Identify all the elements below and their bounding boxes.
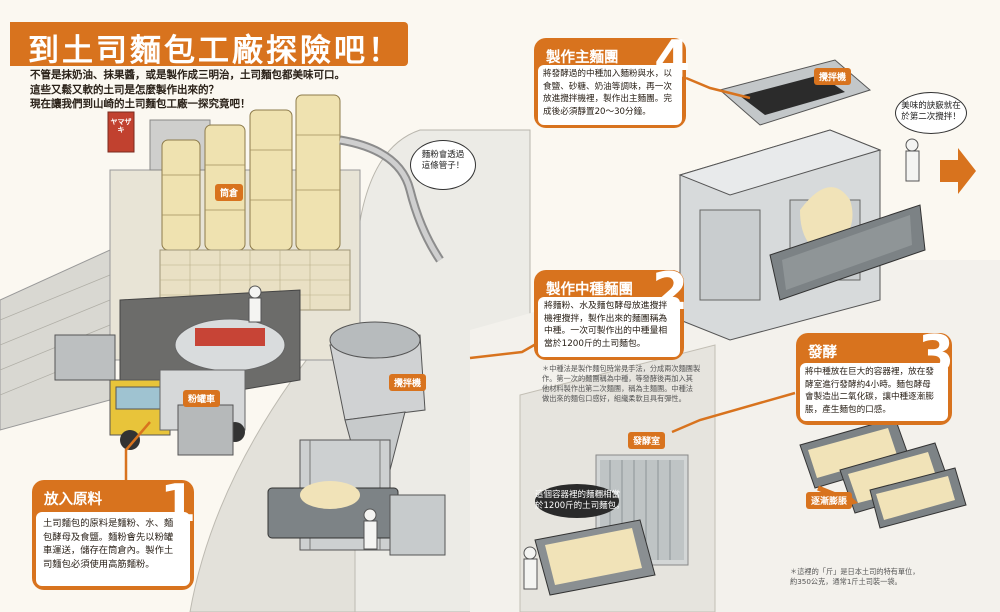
step-2-line: 中種。一次可製作出的中種量相: [544, 326, 668, 336]
step-3-box: 發酵 3 將中種放在巨大的容器裡，放在發 酵室進行發酵約4小時。麵包酵母 會製造…: [796, 329, 954, 425]
step-2-description: 將麵粉、水及麵包酵母放進攪拌 機裡攪拌，製作出來的麵團稱為 中種。一次可製作出的…: [538, 297, 680, 357]
note-line: 約350公克，通常1斤土司裝一袋。: [790, 577, 902, 586]
pipe-bubble: 麵粉會透過 這條管子！: [410, 140, 476, 190]
note-line: 他材料製作出第二次麵團，稱為主麵團。中種法: [542, 384, 693, 393]
note-line: 做出來的麵包口感好，組織柔軟且具有彈性。: [542, 394, 686, 403]
intro-line: 這些又鬆又軟的土司是怎麼製作出來的？: [30, 83, 219, 96]
step-2-title: 製作中種麵團: [546, 282, 633, 298]
step-2-line: 機裡攪拌，製作出來的麵團稱為: [544, 313, 668, 324]
container-bubble: 這個容器裡的麵糰相當 於1200斤的土司麵包。: [535, 484, 625, 518]
bubble-line: 這條管子！: [421, 161, 465, 171]
step-1-line: 車運送，儲存在筒倉內。製作土: [43, 545, 174, 556]
step-3-line: 會製造出二氧化碳，讓中種逐漸膨: [805, 392, 934, 402]
truck-logo-text: ヤマザキ: [110, 118, 132, 134]
step-1-box: 放入原料 1 土司麵包的原料是麵粉、水、麵 包酵母及食鹽。麵粉會先以粉罐 車運送…: [32, 478, 196, 590]
step-4-title: 製作主麵團: [546, 50, 619, 66]
mixer-2-label: 攪拌機: [814, 68, 852, 85]
step-1-description: 土司麵包的原料是麵粉、水、麵 包酵母及食鹽。麵粉會先以粉罐 車運送，儲存在筒倉內…: [36, 512, 190, 586]
mixer-1-label: 攪拌機: [389, 374, 427, 391]
step-4-box: 製作主麵團 4 將發酵過的中種加入麵粉與水，以 食鹽、砂糖、奶油等調味，再一次 …: [534, 34, 690, 128]
intro-line: 現在讓我們到山崎的土司麵包工廠一探究竟吧！: [30, 98, 251, 110]
note-line: ＊中種法是製作麵包時常見手法，分成兩次麵團製: [542, 364, 701, 373]
step-2-box: 製作中種麵團 2 將麵粉、水及麵包酵母放進攪拌 機裡攪拌，製作出來的麵團稱為 中…: [534, 266, 688, 360]
next-page-arrow-icon[interactable]: [940, 148, 976, 194]
step-4-line: 將發酵過的中種加入麵粉與水，以: [543, 69, 672, 79]
note-line: 作。第一次的麵團稱為中種，等發酵後再加入其: [542, 374, 693, 383]
note-line: ＊這裡的「斤」是日本土司的特有單位，: [790, 567, 920, 576]
mixer-1: [267, 321, 426, 551]
step-1-line: 土司麵包的原料是麵粉、水、麵: [43, 518, 174, 529]
step-4-line: 食鹽、砂糖、奶油等調味，再一次: [543, 81, 672, 92]
step-1-title: 放入原料: [44, 492, 102, 508]
dough-trays: [799, 417, 967, 529]
silo-label: 筒倉: [215, 184, 244, 201]
step-3-title: 發酵: [808, 345, 837, 361]
step-1-line: 包酵母及食鹽。麵粉會先以粉罐: [43, 531, 174, 543]
step-2-line: 將麵粉、水及麵包酵母放進攪拌: [544, 301, 668, 311]
step-3-line: 將中種放在巨大的容器裡，放在發: [805, 367, 934, 377]
step-3-description: 將中種放在巨大的容器裡，放在發 酵室進行發酵約4小時。麵包酵母 會製造出二氧化碳…: [800, 363, 948, 421]
intro-text: 不管是抹奶油、抹果醬，或是製作成三明治，土司麵包都美味可口。 這些又鬆又軟的土司…: [30, 68, 370, 112]
bubble-line: 這個容器裡的麵糰相當: [535, 490, 621, 500]
bubble-line: 於第二次攪拌！: [901, 112, 961, 122]
page-title: 到土司麵包工廠探險吧！: [28, 33, 402, 69]
bubble-line: 麵粉會透過: [421, 150, 465, 160]
truck-label: 粉罐車: [183, 390, 221, 407]
bubble-line: 於1200斤的土司麵包。: [535, 501, 625, 511]
unit-note: ＊這裡的「斤」是日本土司的特有單位， 約350公克，通常1斤土司裝一袋。: [790, 567, 919, 587]
workers: [248, 138, 920, 590]
secret-bubble: 美味的訣竅就在 於第二次攪拌！: [895, 92, 967, 134]
step-3-line: 脹，產生麵包的口感。: [805, 404, 891, 415]
step-2-line: 當於1200斤的土司麵包。: [544, 338, 646, 349]
method-note: ＊中種法是製作麵包時常見手法，分成兩次麵團製 作。第一次的麵團稱為中種，等發酵後…: [542, 364, 700, 404]
ferment-tub: [534, 519, 656, 596]
bubble-line: 美味的訣竅就在: [901, 101, 961, 111]
step-4-description: 將發酵過的中種加入麵粉與水，以 食鹽、砂糖、奶油等調味，再一次 放進攪拌機裡，製…: [538, 65, 682, 125]
title-banner: 到土司麵包工廠探險吧！: [10, 22, 408, 69]
expanding-label: 逐漸膨脹: [806, 492, 853, 509]
step-4-line: 放進攪拌機裡，製作出主麵團。完: [543, 94, 672, 104]
step-4-line: 成後必須靜置20～30分鐘。: [543, 106, 651, 117]
mixer-2: [678, 59, 926, 341]
step-3-line: 酵室進行發酵約4小時。麵包酵母: [805, 379, 931, 390]
ferment-room-label: 發酵室: [628, 432, 666, 449]
step-1-line: 司麵包必須使用高筋麵粉。: [43, 558, 155, 570]
intro-line: 不管是抹奶油、抹果醬，或是製作成三明治，土司麵包都美味可口。: [30, 69, 345, 81]
